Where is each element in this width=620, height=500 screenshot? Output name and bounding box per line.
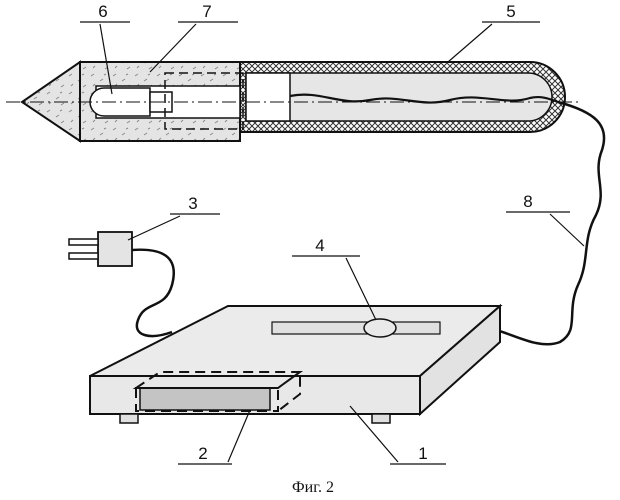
figure-caption: Фиг. 2: [292, 479, 334, 496]
leader-2: [178, 410, 250, 464]
plug-pin-top: [69, 239, 98, 245]
callout-4: 4: [315, 236, 324, 255]
heater-element: [140, 388, 270, 410]
probe-assembly: [6, 62, 582, 141]
indicator-scale: [272, 322, 440, 334]
callout-2: 2: [198, 444, 207, 463]
callout-1: 1: [418, 444, 427, 463]
cable: [496, 102, 604, 344]
sheath-sleeve: [246, 73, 290, 121]
indicator-light: [364, 319, 396, 337]
housing-foot-left: [120, 414, 138, 423]
callout-5: 5: [506, 2, 515, 21]
callout-3: 3: [188, 194, 197, 213]
leader-8: [506, 212, 584, 246]
power-cord: [132, 250, 174, 336]
leader-5: [448, 22, 540, 62]
sheath-inner-cavity: [246, 73, 552, 121]
controller-housing: [90, 306, 500, 423]
plug-body: [98, 232, 132, 266]
callout-8: 8: [523, 192, 532, 211]
housing-foot-right: [372, 414, 390, 423]
callout-7: 7: [202, 2, 211, 21]
power-plug: [69, 232, 174, 336]
plug-pin-bottom: [69, 253, 98, 259]
callout-6: 6: [98, 2, 107, 21]
leader-3: [128, 214, 220, 240]
